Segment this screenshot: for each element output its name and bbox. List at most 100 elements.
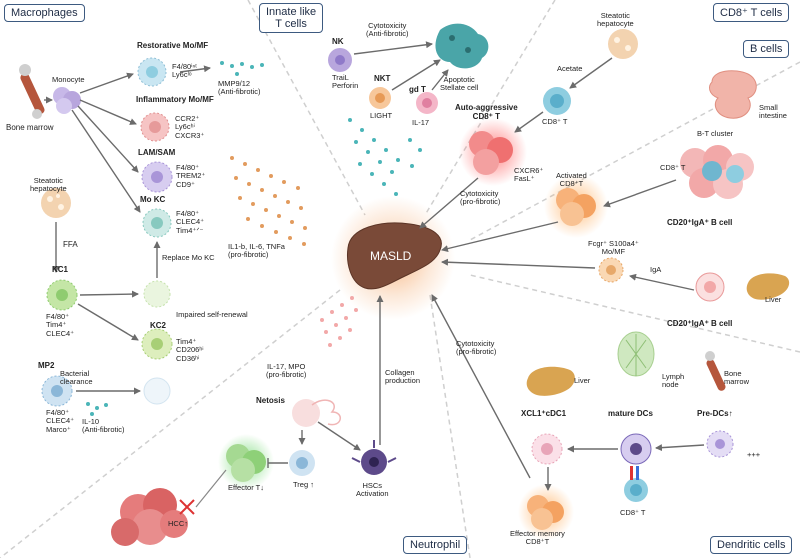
panel-macrophages: Macrophages	[4, 4, 85, 22]
mp2-cell	[41, 375, 73, 407]
mp2-markers: F4/80⁺ CLEC4⁺ Marco⁺	[46, 408, 75, 434]
predc-plus-label: +++	[747, 450, 761, 459]
treg-label: Treg ↑	[293, 480, 314, 489]
liver-label-bcells: Liver	[765, 295, 782, 304]
small-intestine-label: Small intestine	[759, 103, 787, 121]
bcells-cd8t-label: CD8⁺ T	[660, 163, 686, 172]
bt-cluster-label: B-T cluster	[697, 129, 734, 138]
fcgr-label: Fcgr⁺ S100a4⁺ Mo/MF	[588, 239, 639, 257]
predc-label: Pre-DCs↑	[697, 409, 733, 418]
bt-cluster	[680, 145, 754, 199]
il17-innate-label: IL-17	[412, 118, 430, 127]
bone-marrow-icon	[19, 64, 45, 119]
kc1-title: KC1	[52, 265, 69, 274]
innate-teal-dots	[348, 118, 422, 196]
mature-dc-cell	[620, 433, 652, 465]
effector-memory-label: Effector memory CD8⁺T	[510, 529, 565, 547]
masld-label: MASLD	[370, 249, 412, 263]
mokc-title: Mo KC	[140, 195, 166, 204]
lymph-node-icon	[617, 331, 655, 377]
bacterial-label: Bacterial clearance	[60, 369, 93, 387]
replace-label: Replace Mo KC	[162, 253, 215, 262]
mokc-markers: F4/80⁺ CLEC4⁺ Tim4⁺ᐟ⁻	[176, 209, 205, 235]
cd20-b-cell-1: CD20⁺IgA⁺ B cell	[667, 218, 733, 227]
monocyte-cell	[53, 87, 81, 114]
mo-kc-cell	[142, 208, 172, 238]
dc-cd8-t-cell	[624, 466, 648, 502]
liver-label-dc: Liver	[574, 376, 591, 385]
small-intestine-icon	[709, 70, 757, 119]
predc-cell	[706, 430, 734, 458]
auto-aggressive-title: Auto-aggressive CD8⁺ T	[455, 103, 518, 121]
panel-neutrophil: Neutrophil	[403, 536, 468, 554]
apoptotic-label: Apoptotic Stellate cell	[440, 75, 479, 93]
cytokines-label: IL1-b, IL-6, TNFa (pro-fibrotic)	[228, 242, 285, 260]
liver-icon-bcells	[746, 273, 790, 300]
nk-title: NK	[332, 37, 344, 46]
cd8t-label: CD8⁺ T	[542, 117, 568, 126]
auto-markers: CXCR6⁺ FasL⁺	[514, 166, 544, 184]
lam-sam-cell	[141, 161, 173, 193]
gdt-title: gd T	[409, 85, 426, 94]
impaired-cell	[143, 280, 171, 308]
inflammatory-title: Inflammatory Mo/MF	[136, 95, 214, 104]
xcl1-cdc1-cell	[531, 433, 563, 465]
inhibit-x-icon	[179, 469, 227, 515]
treg-cell	[289, 450, 315, 476]
cd8-t-cell	[543, 87, 571, 115]
impaired-label: Impaired self-renewal	[176, 310, 248, 319]
ffa-label: FFA	[63, 240, 78, 249]
stellate-cell	[435, 23, 489, 69]
mature-dc-label: mature DCs	[608, 409, 653, 418]
collagen-label: Collagen production	[385, 368, 421, 386]
hscs-cell	[351, 440, 397, 475]
activated-cd8-label: Activated CD8⁺T	[556, 171, 587, 189]
bone-marrow-label: Bone marrow	[6, 123, 54, 132]
effector-t-cells	[226, 444, 266, 482]
hscs-label: HSCs Activation	[356, 481, 389, 499]
auto-aggressive-cd8-cells	[469, 131, 513, 175]
inflammatory-macrophage-cell	[140, 112, 170, 142]
steatotic-hepatocyte-macro	[41, 188, 71, 218]
cytotox-pro-cd8: Cytotoxicity (pro-fibrotic)	[460, 189, 501, 207]
acetate-label: Acetate	[557, 64, 583, 73]
xcl1-label: XCL1⁺cDC1	[521, 409, 567, 418]
effector-t-label: Effector T↓	[228, 483, 264, 492]
cytokine-dots	[230, 156, 307, 246]
cd8-arrows	[419, 57, 613, 229]
panel-cd8: CD8⁺ T cells	[713, 3, 790, 22]
bcell-arrows	[441, 179, 695, 291]
il10-label: IL-10 (Anti-fibrotic)	[82, 417, 125, 435]
nkt-cell	[369, 87, 391, 109]
lam-markers: F4/80⁺ TREM2⁺ CD9⁺	[176, 163, 206, 189]
innate-arrows	[353, 41, 449, 91]
bone-marrow-dc-label: Bone marrow	[724, 369, 750, 387]
nk-cell	[328, 48, 352, 72]
restorative-macrophage-cell	[137, 57, 167, 87]
panel-bcells: B cells	[743, 40, 790, 58]
mp2-faded-cell	[143, 377, 171, 405]
mmp-label: MMP9/12 (Anti-fibrotic)	[218, 79, 261, 97]
cytotox-anti-label: Cytotoxicity (Anti-fibrotic)	[366, 21, 409, 39]
masld-liver	[347, 222, 442, 290]
activated-cd8-cells	[556, 188, 596, 226]
cytotox-pro-dc: Cytotoxicity (pro-fibrotic)	[456, 339, 497, 357]
steatotic-label-macro: Steatotic hepatocyte	[30, 176, 67, 194]
neutrophil-pink-dots	[320, 296, 358, 347]
lam-title: LAM/SAM	[138, 148, 176, 157]
liver-icon-dc	[526, 366, 575, 396]
panel-innate-t: Innate like T cells	[259, 3, 324, 34]
dc-arrows	[431, 294, 705, 491]
cd20-b-cell-2: CD20⁺IgA⁺ B cell	[667, 319, 733, 328]
mmp-dots	[220, 61, 264, 76]
fcgr-macrophage-cell	[598, 257, 624, 283]
restorative-markers: F4/80ⁱⁿᵗ Ly6cˡᵒ	[172, 62, 197, 80]
nk-markers: TraiL Perforin	[332, 73, 359, 91]
hcc-tumor	[111, 488, 188, 546]
kc2-markers: Tim4⁺ CD206ʰⁱ CD36ʰⁱ	[176, 337, 204, 363]
kc1-markers: F4/80⁺ Tim4⁺ CLEC4⁺	[46, 312, 75, 338]
nkt-title: NKT	[374, 74, 391, 83]
effector-memory-cells	[527, 495, 564, 530]
macrophage-arrows	[44, 65, 211, 395]
